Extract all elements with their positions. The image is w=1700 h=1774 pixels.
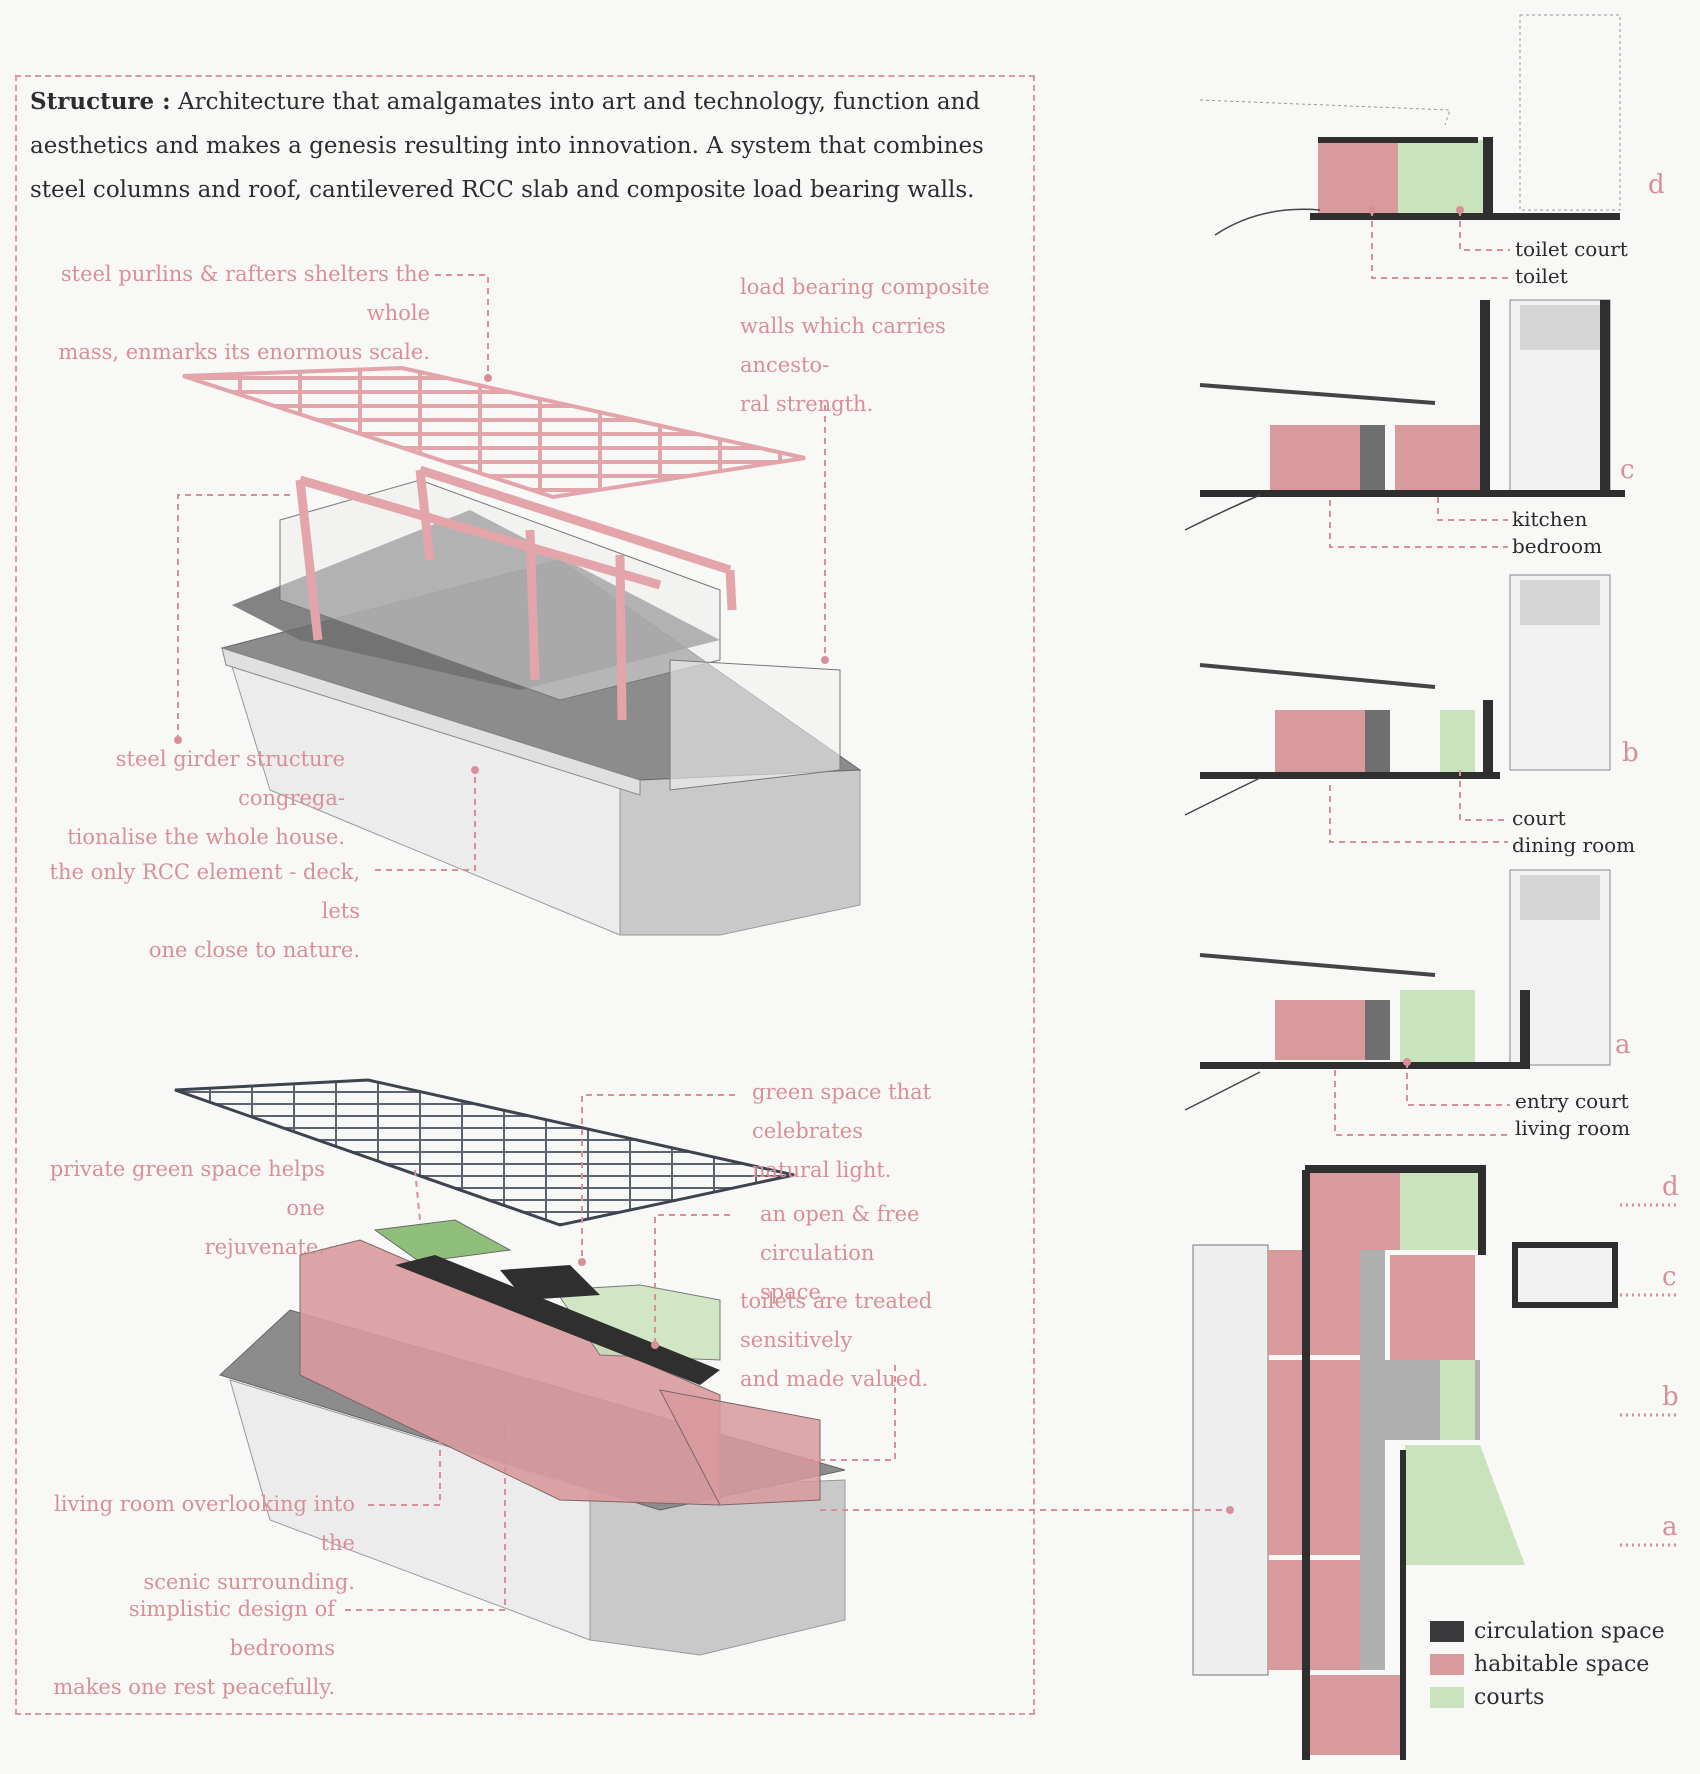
bottom-axonometric (174, 1078, 846, 1656)
intro-paragraph: Structure : Architecture that amalgamate… (30, 80, 1030, 212)
plan-marker-c: c (1662, 1262, 1677, 1292)
intro-heading: Structure : (30, 88, 171, 115)
section-letter-d: d (1648, 170, 1665, 200)
legend-swatch (1430, 1654, 1464, 1675)
section-d-drawing (1199, 14, 1621, 236)
annotation-toilets: toilets are treated sensitively and made… (740, 1289, 933, 1391)
section-c-drawing (1184, 299, 1625, 531)
section-c-labels: kitchen bedroom (1512, 507, 1603, 558)
plan-section-markers (1620, 1203, 1680, 1547)
legend-item-habitable: habitable space (1430, 1648, 1665, 1681)
legend: circulation space habitable space courts (1430, 1615, 1665, 1714)
leader-lines (177, 210, 1510, 1611)
section-letter-a: a (1615, 1030, 1631, 1060)
annotation-walls: load bearing composite walls which carri… (740, 275, 990, 416)
annotation-green-space: green space that celebrates natural ligh… (752, 1080, 932, 1182)
annotation-deck: the only RCC element - deck, lets one cl… (49, 860, 360, 962)
annotation-bedrooms: simplistic design of bedrooms makes one … (53, 1597, 335, 1699)
leader-dots (174, 206, 1464, 1514)
legend-swatch (1430, 1687, 1464, 1708)
floor-plan (1192, 1165, 1618, 1760)
dashed-frame (15, 75, 1035, 1715)
legend-item-circulation: circulation space (1430, 1615, 1665, 1648)
section-a-labels: entry court living room (1515, 1089, 1631, 1140)
section-a-drawing (1184, 869, 1611, 1111)
annotation-purlins: steel purlins & rafters shelters the who… (58, 262, 430, 364)
plan-marker-b: b (1662, 1382, 1679, 1412)
intro-text: Architecture that amalgamates into art a… (30, 89, 984, 203)
legend-swatch (1430, 1621, 1464, 1642)
section-d-labels: toilet court toilet (1515, 237, 1628, 288)
section-letter-c: c (1620, 455, 1635, 485)
annotation-circulation: an open & free circulation space. (760, 1202, 920, 1304)
section-b-drawing (1184, 574, 1611, 816)
annotation-living-room: living room overlooking into the scenic … (54, 1492, 355, 1594)
plan-marker-d: d (1662, 1172, 1679, 1202)
annotation-private-green: private green space helps one rejuvenate… (49, 1157, 325, 1259)
top-axonometric (182, 365, 862, 936)
section-letter-b: b (1622, 738, 1639, 768)
annotation-girder: steel girder structure congrega- tionali… (67, 747, 345, 849)
section-b-labels: court dining room (1512, 806, 1636, 857)
legend-item-courts: courts (1430, 1681, 1665, 1714)
plan-marker-a: a (1662, 1512, 1678, 1542)
